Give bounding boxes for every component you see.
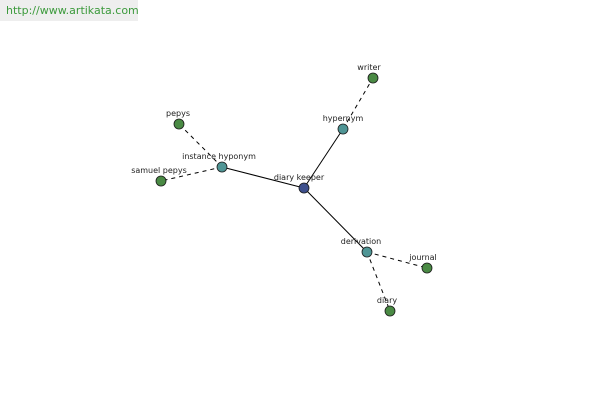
edge-instance-hyponym-to-pepys xyxy=(178,123,223,168)
node-diary[interactable] xyxy=(384,305,396,317)
node-label-hypernym: hypernym xyxy=(323,114,364,123)
edge-derivation-to-diary xyxy=(366,251,391,312)
node-hypernym[interactable] xyxy=(337,123,349,135)
node-label-diary: diary xyxy=(377,296,397,305)
edge-diary-keeper-to-instance-hyponym xyxy=(221,166,305,189)
edges-layer xyxy=(160,77,428,312)
node-label-diary-keeper: diary keeper xyxy=(274,173,325,182)
node-derivation[interactable] xyxy=(361,246,373,258)
node-label-derivation: derivation xyxy=(341,237,381,246)
edge-derivation-to-journal xyxy=(366,251,428,269)
watermark-url: http://www.artikata.com xyxy=(0,0,139,21)
edge-diary-keeper-to-hypernym xyxy=(303,128,344,189)
labels-layer: diary keeper hypernym writer instance hypon… xyxy=(131,63,437,305)
node-writer[interactable] xyxy=(367,72,379,84)
node-diary-keeper[interactable] xyxy=(298,182,310,194)
nodes-layer xyxy=(155,72,433,317)
node-instance-hyponym[interactable] xyxy=(216,161,228,173)
node-label-samuel-pepys: samuel pepys xyxy=(131,166,187,175)
node-label-pepys: pepys xyxy=(166,109,190,118)
node-label-journal: journal xyxy=(408,253,437,262)
node-label-instance-hyponym: instance hyponym xyxy=(182,152,256,161)
edge-hypernym-to-writer xyxy=(342,77,374,130)
node-samuel-pepys[interactable] xyxy=(155,175,167,187)
node-journal[interactable] xyxy=(421,262,433,274)
node-pepys[interactable] xyxy=(173,118,185,130)
node-label-writer: writer xyxy=(357,63,381,72)
edge-diary-keeper-to-derivation xyxy=(303,187,368,253)
edge-instance-hyponym-to-samuel-pepys xyxy=(160,166,223,182)
